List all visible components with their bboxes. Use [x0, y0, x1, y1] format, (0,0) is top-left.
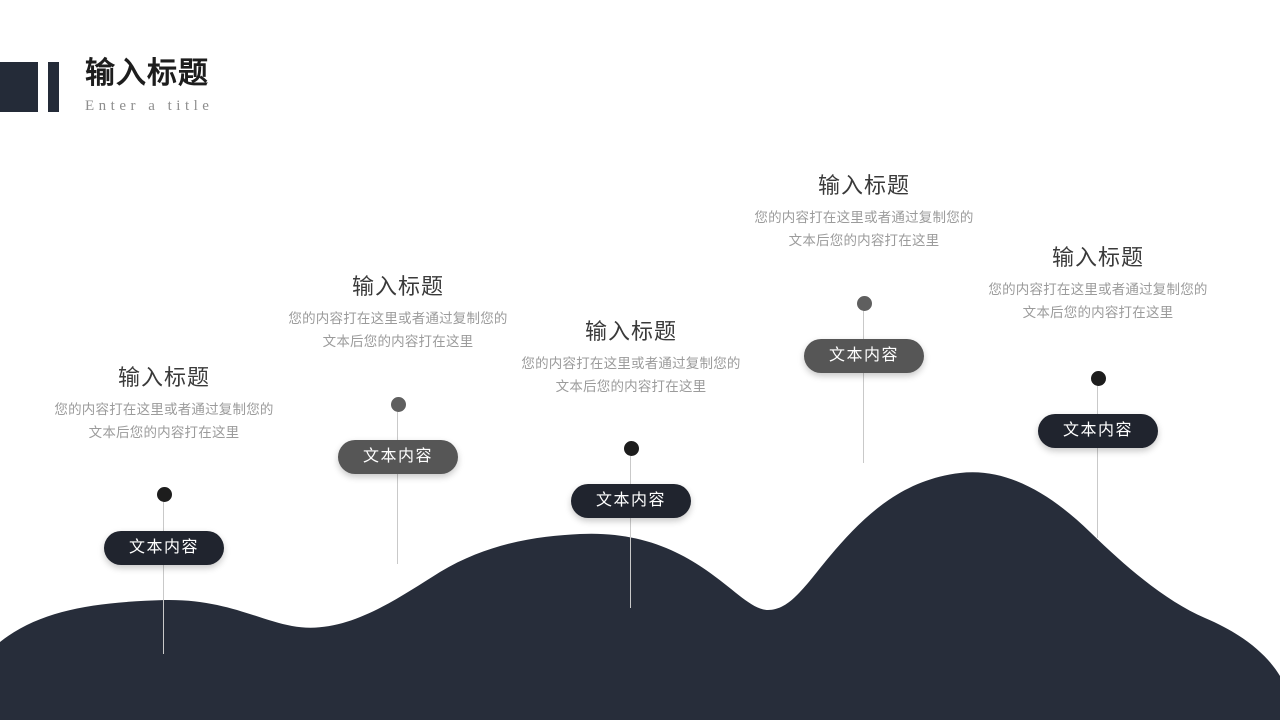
item-title: 输入标题	[1051, 245, 1144, 270]
connector-line	[630, 448, 631, 608]
page-subtitle: Enter a title	[85, 98, 214, 114]
timeline-item-3[interactable]: 输入标题 您的内容打在这里或者通过复制您的文本后您的内容打在这里	[511, 317, 751, 398]
connector-line	[1097, 378, 1098, 538]
timeline-dot[interactable]	[390, 396, 406, 412]
connector-line	[397, 404, 398, 564]
timeline-pill[interactable]: 文本内容	[570, 484, 692, 518]
timeline-item-2[interactable]: 输入标题 您的内容打在这里或者通过复制您的文本后您的内容打在这里	[278, 272, 518, 353]
item-title: 输入标题	[351, 274, 444, 299]
page-title: 输入标题	[85, 57, 209, 90]
item-description: 您的内容打在这里或者通过复制您的文本后您的内容打在这里	[54, 402, 274, 440]
timeline-dot[interactable]	[1090, 370, 1106, 386]
timeline-connector-1: 文本内容	[103, 486, 225, 654]
timeline-pill[interactable]: 文本内容	[103, 531, 225, 565]
timeline-connector-5: 文本内容	[1037, 370, 1159, 538]
timeline-pill[interactable]: 文本内容	[1037, 414, 1159, 448]
header-text-group: 输入标题 Enter a title	[85, 56, 213, 117]
header-accent-bar	[48, 62, 59, 112]
timeline-connector-2: 文本内容	[337, 396, 459, 564]
timeline-dot[interactable]	[623, 440, 639, 456]
connector-line	[863, 303, 864, 463]
item-description: 您的内容打在这里或者通过复制您的文本后您的内容打在这里	[988, 282, 1208, 320]
connector-line	[163, 494, 164, 654]
slide-header: 输入标题 Enter a title	[0, 56, 560, 126]
item-description: 您的内容打在这里或者通过复制您的文本后您的内容打在这里	[754, 210, 974, 248]
timeline-connector-3: 文本内容	[570, 440, 692, 608]
timeline-pill[interactable]: 文本内容	[337, 440, 459, 474]
timeline-item-5[interactable]: 输入标题 您的内容打在这里或者通过复制您的文本后您的内容打在这里	[978, 243, 1218, 324]
item-title: 输入标题	[584, 319, 677, 344]
header-accent-block	[0, 62, 38, 112]
timeline-item-4[interactable]: 输入标题 您的内容打在这里或者通过复制您的文本后您的内容打在这里	[744, 171, 984, 252]
timeline-dot[interactable]	[156, 486, 172, 502]
timeline-pill[interactable]: 文本内容	[803, 339, 925, 373]
item-description: 您的内容打在这里或者通过复制您的文本后您的内容打在这里	[521, 356, 741, 394]
timeline-dot[interactable]	[856, 295, 872, 311]
item-title: 输入标题	[117, 365, 210, 390]
timeline-item-1[interactable]: 输入标题 您的内容打在这里或者通过复制您的文本后您的内容打在这里	[44, 363, 284, 444]
item-title: 输入标题	[817, 173, 910, 198]
item-description: 您的内容打在这里或者通过复制您的文本后您的内容打在这里	[288, 311, 508, 349]
timeline-connector-4: 文本内容	[803, 295, 925, 463]
